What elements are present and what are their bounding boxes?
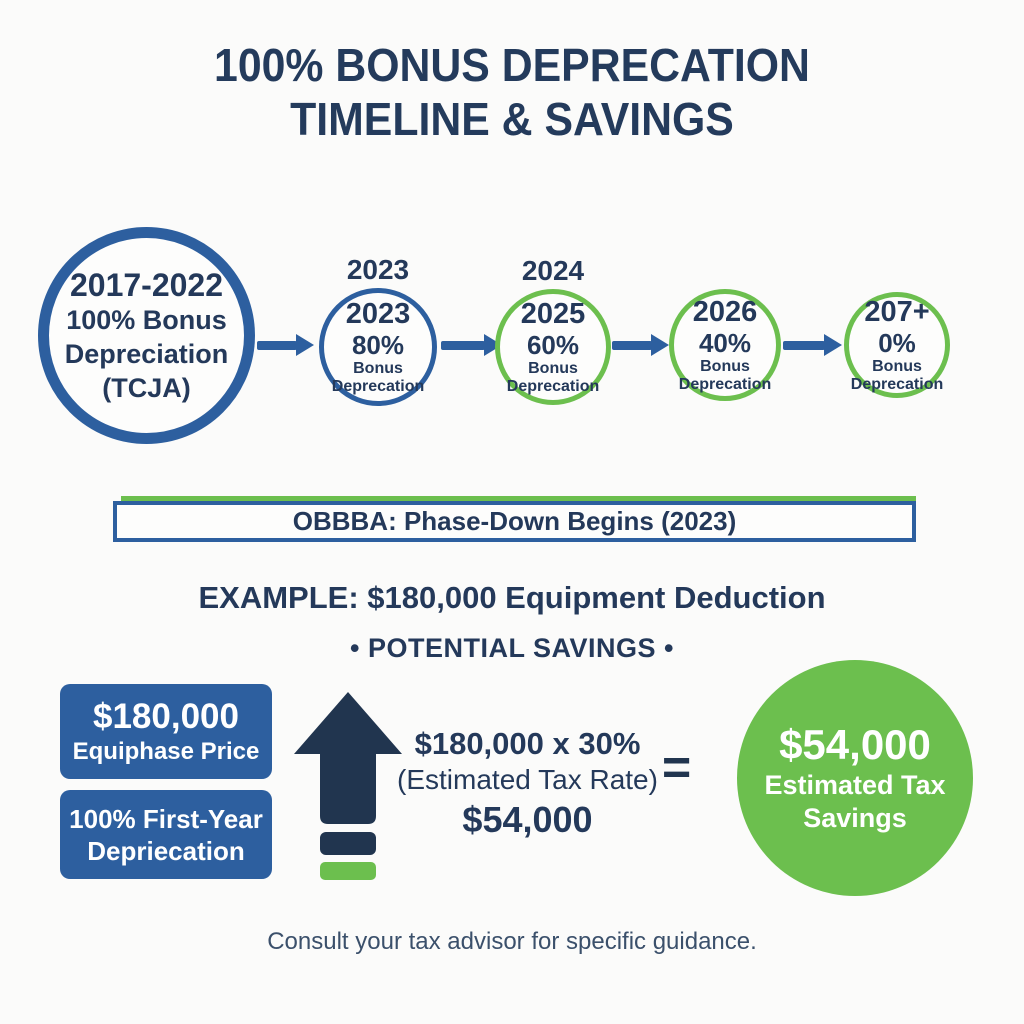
arrow-right-icon bbox=[783, 334, 842, 356]
arrow-right-icon bbox=[612, 334, 669, 356]
timeline-year-label-2024: 2024 bbox=[521, 255, 585, 286]
phase-down-banner-text: OBBBA: Phase-Down Begins (2023) bbox=[292, 506, 737, 536]
first-year-depreciation-box: 100% First-Year Depriecation bbox=[60, 790, 272, 879]
timeline-main-circle: 2017-2022 100% Bonus Depreciation (TCJA) bbox=[38, 227, 255, 444]
equals-sign: = bbox=[662, 739, 692, 795]
step2-year: 2025 bbox=[520, 297, 586, 330]
estimated-savings-label2: Savings bbox=[803, 803, 907, 833]
potential-savings-heading: • POTENTIAL SAVINGS • bbox=[350, 633, 674, 663]
disclaimer-text: Consult your tax advisor for specific gu… bbox=[267, 928, 757, 955]
arrow-right-icon bbox=[257, 334, 314, 356]
main-circle-years: 2017-2022 bbox=[69, 266, 224, 303]
page-title-line1: 100% BONUS DEPRECATION bbox=[214, 39, 810, 91]
step1-year: 2023 bbox=[345, 297, 411, 330]
savings-formula: $180,000 x 30% (Estimated Tax Rate) $54,… bbox=[385, 726, 670, 842]
timeline-step-circle-2: 2025 60% Bonus Deprecation bbox=[495, 289, 611, 405]
step1-percent: 80% bbox=[351, 329, 405, 360]
estimated-savings-label1: Estimated Tax bbox=[764, 770, 946, 800]
phase-down-banner: OBBBA: Phase-Down Begins (2023) bbox=[113, 496, 916, 542]
step2-line2: Deprecation bbox=[506, 377, 600, 395]
timeline-step-circle-1: 2023 80% Bonus Deprecation bbox=[319, 288, 437, 406]
formula-tax-rate-label: (Estimated Tax Rate) bbox=[397, 764, 658, 795]
formula-multiplication: $180,000 x 30% bbox=[414, 726, 641, 761]
step2-percent: 60% bbox=[526, 329, 580, 360]
step3-year: 2026 bbox=[692, 295, 758, 328]
page-title-line2: TIMELINE & SAVINGS bbox=[290, 93, 734, 145]
equipment-price-label: Equiphase Price bbox=[72, 737, 260, 765]
step4-line1: Bonus bbox=[872, 357, 922, 375]
first-year-depreciation-line1: 100% First-Year bbox=[69, 803, 263, 834]
step1-line2: Deprecation bbox=[331, 377, 425, 395]
estimated-savings-value: $54,000 bbox=[779, 721, 931, 768]
formula-result: $54,000 bbox=[462, 799, 593, 840]
page-title: 100% BONUS DEPRECATION TIMELINE & SAVING… bbox=[36, 38, 988, 146]
step2-line1: Bonus bbox=[528, 359, 578, 377]
up-arrow-icon bbox=[292, 690, 404, 885]
main-circle-line2: Depreciation bbox=[64, 338, 229, 369]
timeline-step-circle-4: 207+ 0% Bonus Deprecation bbox=[844, 292, 950, 398]
main-circle-line1: 100% Bonus bbox=[66, 304, 227, 335]
timeline-year-label-2023: 2023 bbox=[346, 254, 410, 285]
step3-percent: 40% bbox=[698, 327, 752, 358]
equipment-price-box: $180,000 Equiphase Price bbox=[60, 684, 272, 779]
step3-line1: Bonus bbox=[700, 357, 750, 375]
step3-line2: Deprecation bbox=[678, 375, 772, 393]
estimated-savings-circle: $54,000 Estimated Tax Savings bbox=[737, 660, 973, 896]
example-heading: EXAMPLE: $180,000 Equipment Deduction bbox=[198, 580, 826, 615]
main-circle-line3: (TCJA) bbox=[102, 372, 191, 403]
arrow-right-icon bbox=[441, 334, 502, 356]
equipment-price-value: $180,000 bbox=[93, 696, 239, 736]
step4-year: 207+ bbox=[864, 295, 930, 328]
timeline-step-circle-3: 2026 40% Bonus Deprecation bbox=[669, 289, 781, 401]
step4-percent: 0% bbox=[878, 327, 916, 358]
step4-line2: Deprecation bbox=[850, 375, 944, 393]
first-year-depreciation-line2: Depriecation bbox=[87, 835, 245, 866]
step1-line1: Bonus bbox=[353, 359, 403, 377]
